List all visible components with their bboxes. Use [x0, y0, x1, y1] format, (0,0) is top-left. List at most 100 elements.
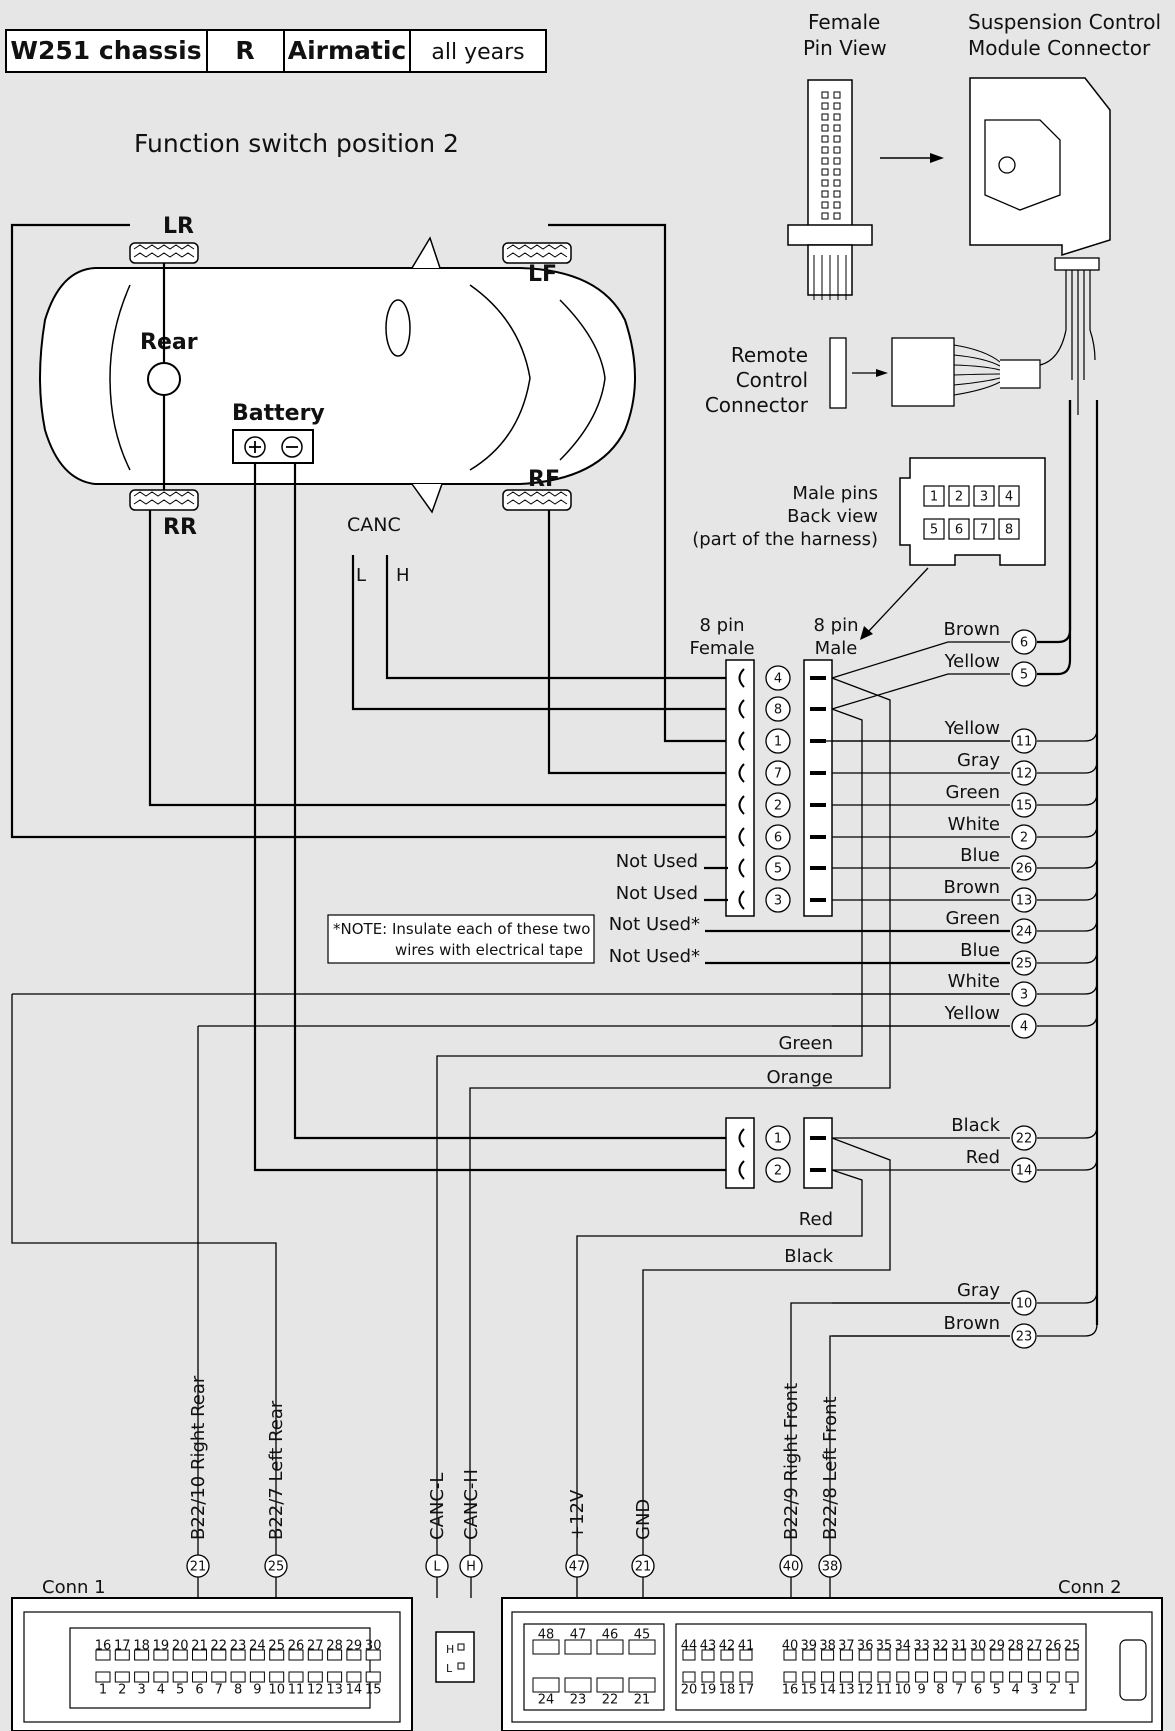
conn2-pin — [1027, 1649, 1041, 1661]
module-wire-2: White 2 — [832, 814, 1098, 850]
module-pin-4: 4 — [1011, 1013, 1037, 1039]
label-remote-3: Connector — [705, 393, 809, 417]
male-grid-pin-box — [923, 485, 945, 507]
module-wire-color: White — [948, 814, 1000, 835]
conn1-pin — [249, 1671, 265, 1683]
terminal-pin-21: 21 — [631, 1554, 655, 1578]
conn1-pin-number: 8 — [234, 1683, 242, 1698]
module-pin-2-circle — [1011, 824, 1037, 850]
car-outline — [39, 236, 636, 514]
female-socket-mark — [738, 668, 745, 688]
conn2-pin — [915, 1671, 929, 1683]
female-socket-mark — [738, 858, 745, 878]
label-male-pins-1: Male pins — [792, 483, 878, 504]
module-wire-tail — [1037, 981, 1098, 995]
pin-8way-6-number: 6 — [774, 831, 782, 846]
conn2-pin-number: 46 — [602, 1628, 619, 1643]
diagram-title: Function switch position 2 — [134, 129, 459, 158]
pin-8way-6: 6 — [765, 824, 791, 850]
conn1-pin — [134, 1649, 150, 1661]
female-socket-mark — [738, 699, 745, 719]
module-pin-23: 23 — [1011, 1323, 1037, 1349]
label-female8-1: 8 pin — [699, 615, 744, 636]
module-pin-15-number: 15 — [1016, 799, 1033, 814]
pin-8way-6-circle — [765, 824, 791, 850]
conn2-pin-number: 18 — [719, 1683, 736, 1698]
conn2-pin — [839, 1671, 853, 1683]
label-module-connector-1: Suspension Control — [968, 10, 1161, 34]
conn1-pin — [327, 1649, 343, 1661]
conn1-pin-number: 4 — [157, 1683, 165, 1698]
terminal-pin-40: 40 — [779, 1554, 803, 1578]
suspension-module-connector — [969, 77, 1111, 415]
module-pin-11-circle — [1011, 728, 1037, 754]
fpv-pin-cell — [821, 91, 829, 99]
tire-rf — [502, 489, 572, 511]
module-pin-10-circle — [1011, 1290, 1037, 1316]
pin-8way-3: 3 — [765, 887, 791, 913]
label-lf: LF — [528, 262, 557, 287]
module-pin-10-number: 10 — [1016, 1297, 1033, 1312]
conn2-big-pin — [596, 1677, 624, 1693]
male-8pin-block — [803, 659, 833, 917]
rear-sensor-icon — [147, 362, 181, 396]
module-wire-color: Green — [945, 908, 1000, 929]
conn2-pin — [1009, 1671, 1023, 1683]
label-female-pin-view-2: Pin View — [803, 36, 887, 60]
fpv-pin-cell — [833, 157, 841, 165]
terminal-pin-21-number: 21 — [635, 1560, 652, 1575]
power-pin-1: 1 — [765, 1125, 791, 1151]
mid-wire-green: Green — [778, 1033, 833, 1054]
fpv-pin-cell — [821, 113, 829, 121]
module-pin-15-circle — [1011, 792, 1037, 818]
conn2-pin — [896, 1671, 910, 1683]
module-wire-tail — [1037, 792, 1098, 806]
module-pin-26-number: 26 — [1016, 862, 1033, 877]
module-wire-color: Yellow — [944, 718, 1000, 739]
module-pin-12: 12 — [1011, 760, 1037, 786]
conn2-pin — [783, 1649, 797, 1661]
conn2-big-pin — [564, 1677, 592, 1693]
not-used-1: Not Used — [616, 851, 698, 872]
terminal-label: B22/8 Left Front — [820, 1396, 841, 1540]
module-wire-tail — [1037, 1157, 1098, 1171]
power-pin-2: 2 — [765, 1157, 791, 1183]
pin-row-8: 8 — [738, 696, 826, 722]
module-wire-color: Brown — [944, 619, 1001, 640]
module-pin-25-circle — [1011, 950, 1037, 976]
conn2-pin-number: 19 — [700, 1683, 717, 1698]
conn2-pin — [933, 1671, 947, 1683]
pin-8way-8-circle — [765, 696, 791, 722]
conn2-pin — [971, 1649, 985, 1661]
module-pin-2-number: 2 — [1020, 831, 1028, 846]
module-pin-6: 6 — [1011, 629, 1037, 655]
terminal-pin-40-number: 40 — [783, 1560, 800, 1575]
conn2-pin-number: 21 — [634, 1693, 651, 1708]
conn2-pin — [896, 1649, 910, 1661]
conn2-pin — [720, 1649, 734, 1661]
conn2-pin — [682, 1649, 696, 1661]
conn1-pin-number: 1 — [99, 1683, 107, 1698]
male-grid-pin-number: 5 — [930, 523, 938, 538]
conn1-pin — [211, 1671, 227, 1683]
male-grid-pin-number: 1 — [930, 490, 938, 505]
male-grid-pin-box — [948, 485, 970, 507]
tire-lf — [502, 242, 572, 264]
terminal-L: CANC-LL — [425, 1473, 449, 1598]
pin-8way-8: 8 — [765, 696, 791, 722]
conn2-pin-number: 3 — [1030, 1683, 1038, 1698]
battery-icon — [232, 429, 314, 464]
canc-mini-h: H — [446, 1643, 454, 1656]
module-wire-tail — [1037, 760, 1098, 774]
module-pin-23-number: 23 — [1016, 1330, 1033, 1345]
conn2-pin — [802, 1649, 816, 1661]
label-female-pin-view-1: Female — [808, 10, 880, 34]
conn1-pin-number: 15 — [365, 1683, 382, 1698]
pin-row-2: 2 — [738, 792, 826, 818]
fpv-pin-cell — [821, 201, 829, 209]
